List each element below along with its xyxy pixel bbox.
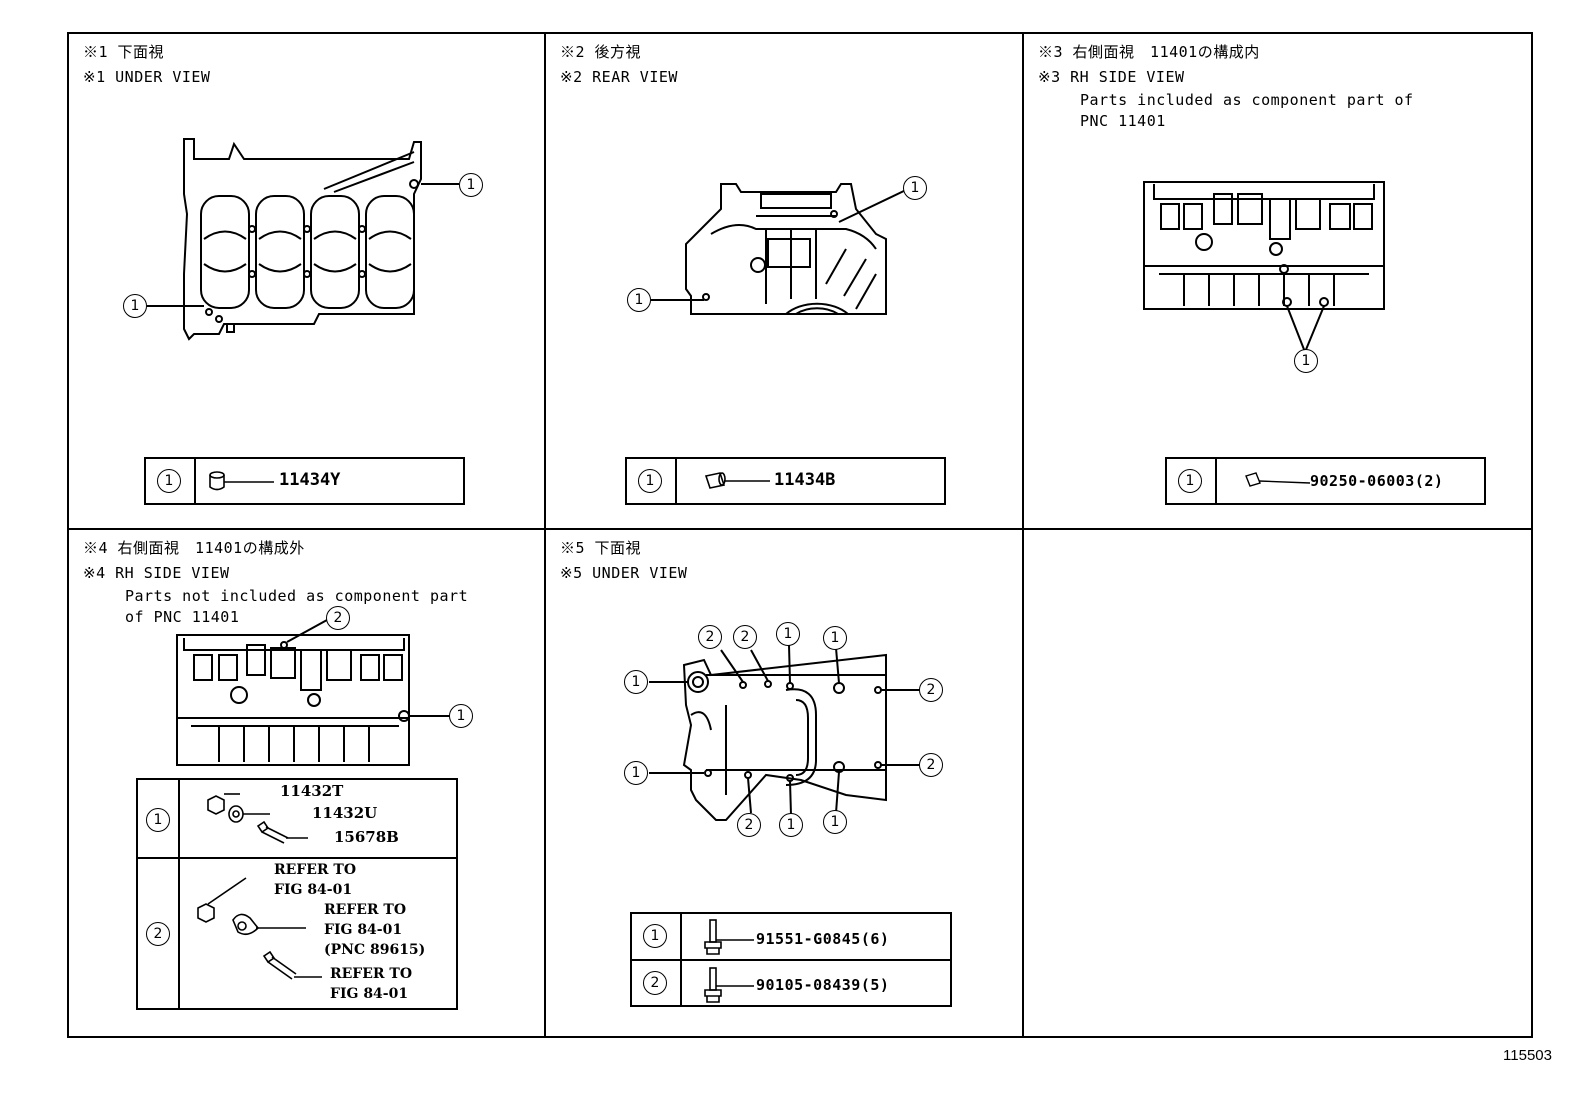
callout-1: 1 (624, 670, 648, 694)
callout-1: 1 (627, 288, 651, 312)
refer-note: FIG 84-01 (324, 922, 403, 938)
callout-1: 1 (776, 622, 800, 646)
panel-empty (1024, 530, 1533, 1038)
parts-legend: 1 2 91551-G0845(6) 90105-08439(5) (630, 912, 952, 1007)
panel-under-view: ※1 下面視 ※1 UNDER VIEW (69, 34, 544, 528)
part-number: 11434B (774, 470, 836, 490)
callout-1: 1 (638, 469, 662, 493)
callout-1: 1 (459, 173, 483, 197)
parts-legend: 1 11434B (625, 457, 946, 505)
refer-note: FIG 84-01 (330, 986, 409, 1002)
panel-rear-view: ※2 後方視 ※2 REAR VIEW 1 1 (546, 34, 1022, 528)
panel-under-view-2: ※5 下面視 ※5 UNDER VIEW (546, 530, 1022, 1038)
dowel-pin-icon (1245, 472, 1311, 487)
panel-header: ※2 後方視 ※2 REAR VIEW (560, 43, 678, 86)
cylinder-block-rh-side-drawing (176, 619, 451, 766)
callout-2: 2 (919, 678, 943, 702)
callout-2: 2 (698, 625, 722, 649)
panel-header: ※5 下面視 ※5 UNDER VIEW (560, 539, 688, 582)
part-number: 90105-08439(5) (756, 976, 890, 994)
refer-note: REFER TO (274, 862, 357, 878)
parts-legend: 1 11434Y (144, 457, 465, 505)
panel-divider (544, 34, 546, 1036)
callout-2: 2 (643, 971, 667, 995)
cylinder-block-under-drawing (649, 644, 924, 821)
plug-icon (209, 471, 274, 491)
diagram-sheet: ※1 下面視 ※1 UNDER VIEW (67, 32, 1533, 1038)
dowel-pin-icon (704, 472, 770, 489)
part-number: 11434Y (279, 470, 341, 490)
panel-header: ※1 下面視 ※1 UNDER VIEW (83, 43, 211, 86)
callout-1: 1 (123, 294, 147, 318)
part-number: 15678B (334, 828, 399, 846)
callout-1: 1 (624, 761, 648, 785)
callout-1: 1 (823, 626, 847, 650)
callout-1: 1 (449, 704, 473, 728)
part-number: 11432U (312, 804, 378, 822)
callout-2: 2 (919, 753, 943, 777)
callout-1: 1 (903, 176, 927, 200)
callout-1: 1 (146, 808, 170, 832)
callout-2: 2 (146, 922, 170, 946)
callout-2: 2 (733, 625, 757, 649)
callout-1: 1 (1294, 349, 1318, 373)
callout-1: 1 (823, 810, 847, 834)
callout-2: 2 (737, 813, 761, 837)
cylinder-block-rear-drawing (651, 183, 909, 315)
cylinder-block-under-drawing (147, 138, 459, 341)
refer-note: FIG 84-01 (274, 882, 353, 898)
callout-1: 1 (157, 469, 181, 493)
callout-1: 1 (1178, 469, 1202, 493)
parts-legend: 1 2 (136, 778, 458, 1010)
panel-divider (1022, 34, 1024, 1036)
bolt-icons (704, 919, 754, 1003)
part-number: 90250-06003(2) (1310, 472, 1444, 490)
refer-note: REFER TO (330, 966, 413, 982)
callout-1: 1 (643, 924, 667, 948)
refer-note: (PNC 89615) (324, 942, 426, 958)
parts-legend: 1 90250-06003(2) (1165, 457, 1486, 505)
callout-1: 1 (779, 813, 803, 837)
callout-2: 2 (326, 606, 350, 630)
cylinder-block-rh-side-drawing (1143, 181, 1385, 353)
panel-divider (69, 528, 1531, 530)
parts-icons (197, 793, 322, 980)
document-id: 115503 (1503, 1047, 1552, 1064)
part-number: 91551-G0845(6) (756, 930, 890, 948)
part-number: 11432T (280, 782, 344, 800)
refer-note: REFER TO (324, 902, 407, 918)
